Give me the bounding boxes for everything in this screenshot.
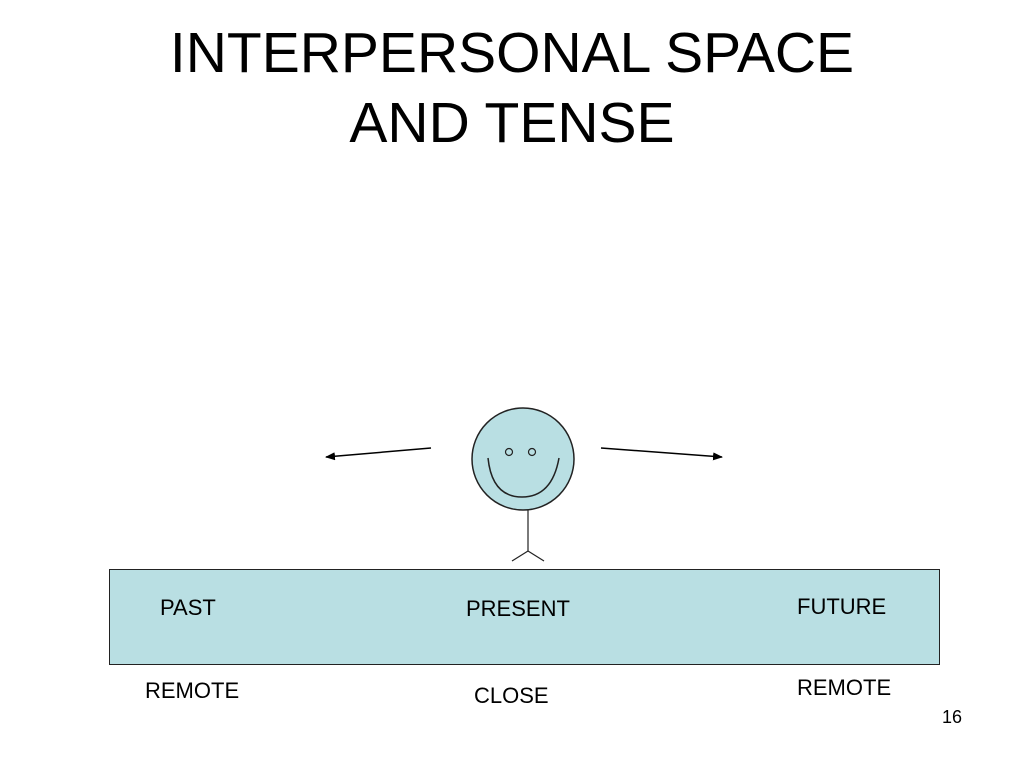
title-line-2: AND TENSE xyxy=(349,91,675,155)
timeline-band xyxy=(109,569,940,665)
label-close: CLOSE xyxy=(474,683,549,708)
title-line-1: INTERPERSONAL SPACE xyxy=(169,21,855,85)
slide-title: INTERPERSONAL SPACE AND TENSE xyxy=(0,18,1024,158)
label-present: PRESENT xyxy=(466,596,570,621)
arrow-left-past xyxy=(325,447,432,461)
label-past: PAST xyxy=(160,595,216,620)
stick-body xyxy=(511,510,545,562)
slide-number: 16 xyxy=(941,707,962,727)
arrow-right-future xyxy=(600,447,723,461)
right-eye xyxy=(527,447,537,457)
label-remote-right: REMOTE xyxy=(797,675,892,700)
left-eye xyxy=(504,447,514,457)
label-remote-left: REMOTE xyxy=(145,678,240,703)
smiley-face xyxy=(471,407,575,511)
label-future: FUTURE xyxy=(797,594,887,619)
smile-mouth xyxy=(487,457,560,498)
